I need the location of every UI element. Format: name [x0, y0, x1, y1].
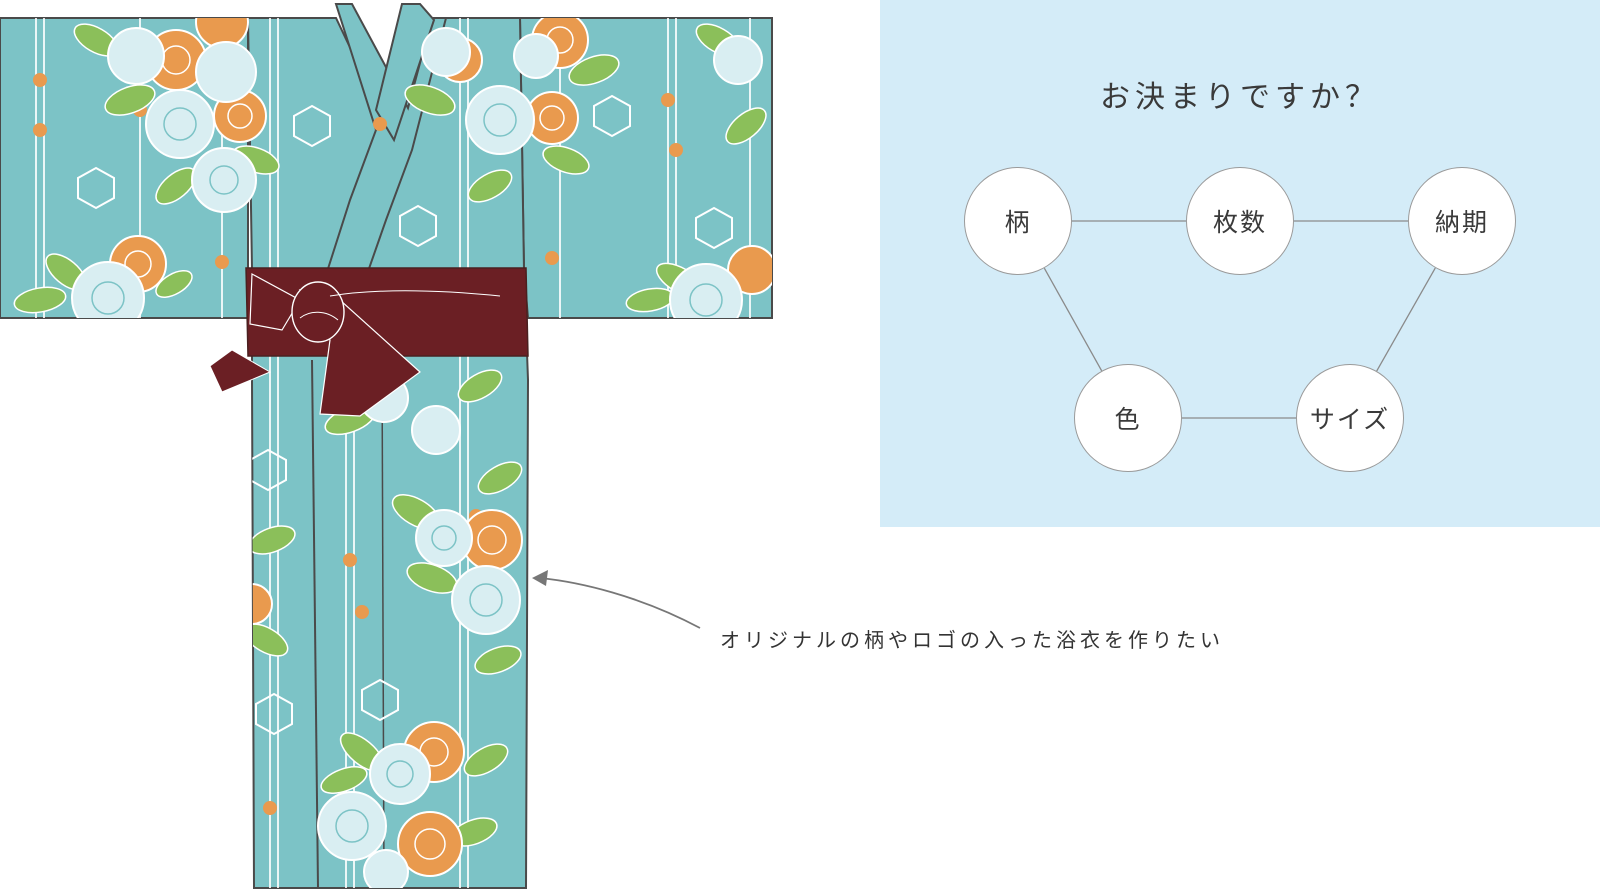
node-size: サイズ: [1296, 364, 1404, 472]
callout-text: オリジナルの柄やロゴの入った浴衣を作りたい: [720, 628, 1224, 652]
node-maisu: 枚数: [1186, 167, 1294, 275]
node-gara: 柄: [964, 167, 1072, 275]
callout-arrow: [539, 577, 701, 629]
obi: [209, 267, 529, 417]
collar-right: [374, 3, 436, 143]
yukata-illustration: [0, 3, 773, 889]
node-nouki: 納期: [1408, 167, 1516, 275]
callout-arrowhead: [532, 570, 548, 586]
fabric-group: [0, 3, 773, 889]
node-iro: 色: [1074, 364, 1182, 472]
question-panel: お決まりですか？ 柄 枚数 納期 色 サイズ: [880, 0, 1600, 527]
pattern-group: [13, 6, 772, 888]
node-links: [1043, 220, 1436, 419]
link-gara-iro: [1043, 267, 1103, 372]
link-size-nouki: [1376, 267, 1436, 372]
front-seam: [311, 359, 319, 889]
panel-title: お決まりですか？: [1100, 80, 1380, 115]
